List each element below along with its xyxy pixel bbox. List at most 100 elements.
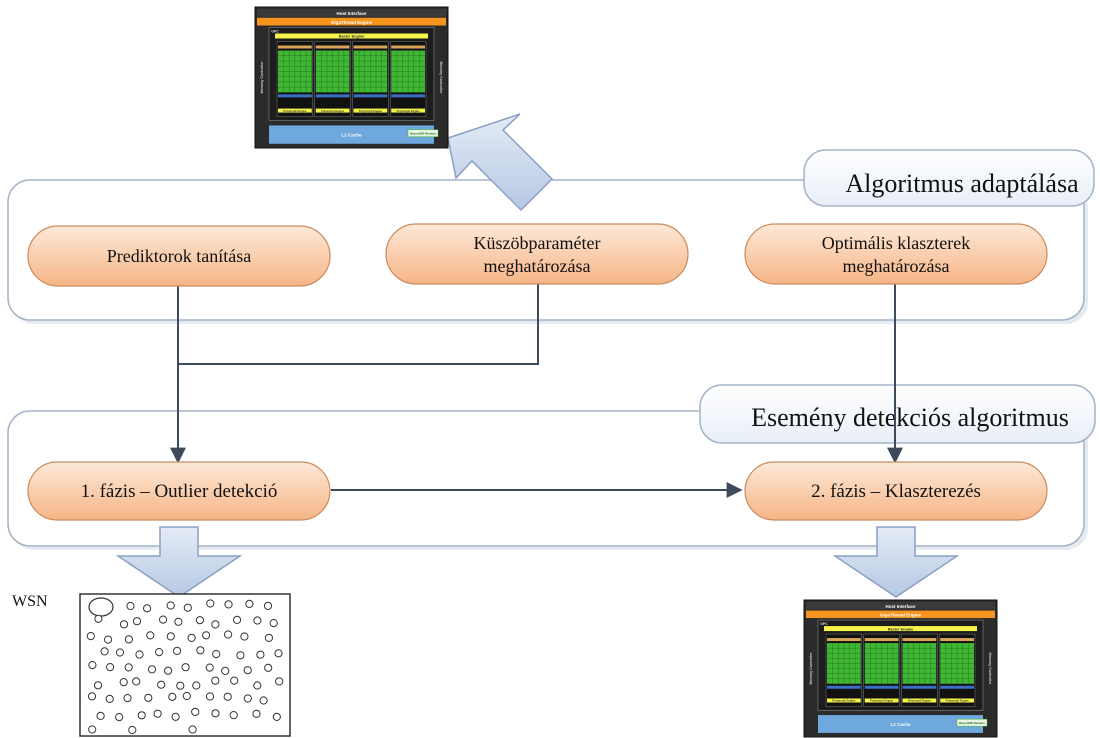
wsn-sensor-node [135, 650, 144, 659]
wsn-sensor-node [223, 692, 232, 701]
wsn-sensor-node [94, 614, 103, 623]
svg-text:Raster Engine: Raster Engine [339, 35, 365, 39]
wsn-sensor-node [188, 725, 197, 734]
wsn-sensor-node [274, 649, 283, 658]
wsn-sensor-node [221, 666, 230, 676]
wsn-sensor-node [87, 692, 97, 701]
wsn-sensor-node [263, 601, 273, 611]
wsn-sensor-node [211, 620, 220, 629]
svg-text:Raster Engine: Raster Engine [888, 627, 914, 631]
node-phase2-label: 2. fázis – Klaszterezés [811, 481, 981, 502]
wsn-sensor-node [166, 601, 175, 610]
wsn-sensor-node [195, 616, 204, 625]
wsn-sensor-node [253, 616, 262, 625]
node-phase1-label: 1. fázis – Outlier detekció [81, 481, 278, 502]
svg-text:Polymorph Engine: Polymorph Engine [832, 699, 855, 703]
wsn-sensor-node [144, 693, 153, 702]
wsn-sensor-node [168, 692, 177, 701]
block-arrow-up-left [447, 113, 554, 212]
wsn-network [79, 593, 291, 737]
wsn-sensor-node [123, 694, 132, 703]
wsn-sensor-node [132, 677, 141, 686]
wsn-sensor-node [124, 635, 133, 644]
svg-text:Polymorph Engine: Polymorph Engine [946, 699, 969, 703]
wsn-sensor-node [86, 632, 95, 641]
wsn-sensor-node [206, 599, 215, 608]
wsn-sensor-node [153, 709, 162, 718]
wsn-sensor-node [264, 633, 273, 643]
wsn-sensor-node [272, 712, 281, 722]
wsn-sensor-node [147, 665, 157, 674]
block-arrow-down-right [832, 526, 960, 598]
wsn-sensor-node [128, 725, 137, 735]
svg-text:Memory Controller: Memory Controller [809, 652, 813, 685]
wsn-sensor-node [252, 709, 261, 718]
wsn-sensor-node [115, 648, 125, 657]
wsn-sensor-node [88, 661, 97, 670]
group-detection-tab [699, 384, 1096, 444]
svg-text:GigaThread Engine: GigaThread Engine [331, 20, 373, 25]
wsn-sensor-node [105, 694, 114, 704]
wsn-sensor-node [211, 709, 220, 718]
node-train-predictors: Prediktorok tanítása [27, 225, 331, 287]
wsn-sensor-node [166, 632, 175, 641]
svg-text:Host Interface: Host Interface [336, 11, 367, 16]
wsn-sensor-node [106, 663, 115, 672]
wsn-sensor-node [236, 651, 245, 660]
wsn-sensor-node [243, 666, 252, 675]
wsn-sensor-node [183, 603, 192, 612]
wsn-sensor-node [191, 707, 200, 717]
wsn-sink-node [88, 597, 114, 617]
connectors [170, 282, 903, 498]
node-optimal-clusters: Optimális klaszterek meghatározása [744, 223, 1048, 285]
wsn-sensor-nodes [86, 599, 284, 735]
wsn-sensor-node [174, 617, 183, 626]
wsn-sensor-node [157, 680, 166, 689]
wsn-sensor-node [124, 663, 133, 672]
node-threshold-param: Küszöbparaméter meghatározása [385, 223, 689, 285]
wsn-sensor-node [93, 681, 103, 690]
wsn-sensor-node [264, 663, 273, 672]
node-optimal-clusters-line2: meghatározása [843, 256, 950, 276]
svg-text:GPC: GPC [271, 30, 279, 34]
wsn-sensor-node [104, 635, 113, 644]
wsn-sensor-node [155, 648, 164, 657]
wsn-label: WSN [12, 593, 48, 610]
svg-text:Polymorph Engine: Polymorph Engine [908, 699, 931, 703]
wsn-sensor-node [137, 711, 146, 720]
wsn-sensor-node [173, 646, 182, 656]
wsn-sensor-node [119, 620, 129, 629]
wsn-sensor-node [164, 666, 173, 675]
svg-text:Memory Controller: Memory Controller [439, 62, 443, 95]
wsn-sensor-node [256, 650, 265, 659]
wsn-sensor-node [119, 678, 128, 687]
wsn-sensor-node [126, 601, 135, 611]
block-arrow-down-left [115, 526, 243, 598]
wsn-sensor-node [245, 599, 254, 609]
wsn-sensor-node [205, 663, 214, 672]
wsn-sensor-node [224, 600, 233, 609]
group-detection-label: Esemény detekciós algoritmus [751, 403, 1069, 432]
svg-text:Polymorph Engine: Polymorph Engine [359, 109, 382, 113]
wsn-sensor-node [146, 631, 155, 640]
svg-text:Polymorph Engine: Polymorph Engine [283, 109, 306, 113]
wsn-sensor-node [132, 617, 142, 626]
svg-text:Beyond3D Reviews: Beyond3D Reviews [410, 132, 436, 136]
wsn-sensor-node [240, 632, 249, 641]
wsn-sensor-node [187, 633, 196, 643]
wsn-sensor-node [196, 646, 205, 655]
node-phase1: 1. fázis – Outlier detekció [27, 461, 331, 521]
wsn-sensor-node [233, 615, 242, 625]
wsn-sensor-node [176, 681, 185, 690]
svg-text:Polymorph Engine: Polymorph Engine [321, 109, 344, 113]
svg-text:L2 Cache: L2 Cache [341, 133, 362, 138]
wsn-sensor-node [211, 676, 220, 685]
group-adaptation-tab [803, 149, 1095, 207]
connector-threshold-to-phase1 [178, 282, 539, 365]
wsn-sensor-node [96, 711, 105, 721]
wsn-sensor-node [171, 712, 180, 721]
svg-text:Polymorph Engine: Polymorph Engine [397, 109, 420, 113]
wsn-sensor-node [100, 647, 109, 656]
